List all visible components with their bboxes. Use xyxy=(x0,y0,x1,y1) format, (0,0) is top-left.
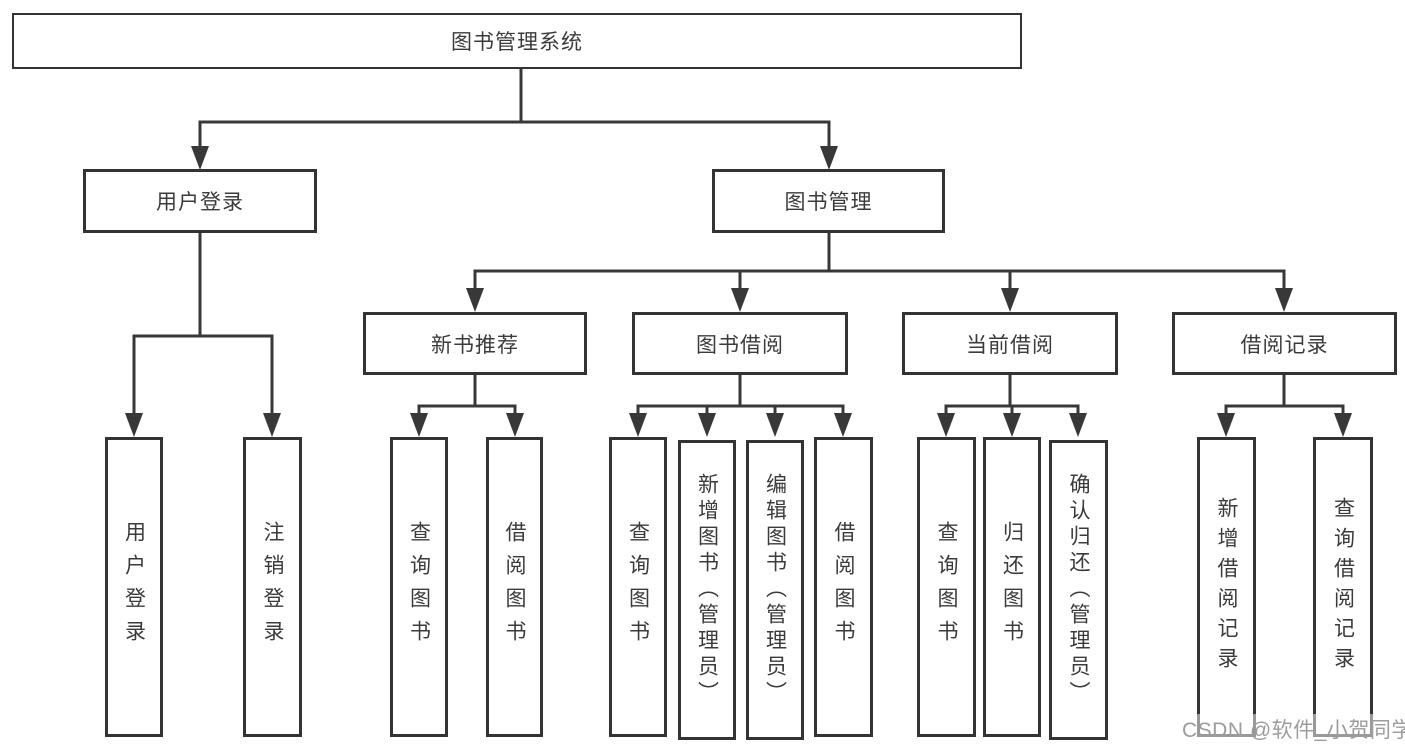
node-label: 查询借阅记录 xyxy=(1331,497,1355,677)
node-label: 新增图书（管理员） xyxy=(695,473,719,707)
node-label: 借阅图书 xyxy=(503,521,526,653)
node-new-book-recommend: 新书推荐 xyxy=(363,312,587,375)
node-label: 新书推荐 xyxy=(431,333,519,357)
leaf-logout: 注销登录 xyxy=(243,437,302,737)
leaf-cb-confirm-return-admin: 确认归还（管理员） xyxy=(1049,440,1108,740)
node-label: 归还图书 xyxy=(1000,521,1024,653)
node-library-management-system: 图书管理系统 xyxy=(12,13,1022,69)
leaf-nbr-borrow-books: 借阅图书 xyxy=(486,437,543,737)
leaf-br-add-record: 新增借阅记录 xyxy=(1197,437,1256,737)
leaf-user-login: 用户登录 xyxy=(105,437,163,737)
leaf-br-search-record: 查询借阅记录 xyxy=(1313,437,1373,737)
node-label: 查询图书 xyxy=(935,521,958,653)
arrowheads xyxy=(125,146,1352,437)
leaf-bb-edit-books-admin: 编辑图书（管理员） xyxy=(746,440,804,740)
leaf-cb-search-books: 查询图书 xyxy=(917,437,976,737)
node-label: 编辑图书（管理员） xyxy=(763,473,787,707)
leaf-bb-add-books-admin: 新增图书（管理员） xyxy=(678,440,736,740)
node-label: 新增借阅记录 xyxy=(1215,497,1238,677)
node-label: 借阅图书 xyxy=(832,521,855,653)
node-label: 当前借阅 xyxy=(966,333,1054,357)
node-label: 确认归还（管理员） xyxy=(1067,473,1090,707)
node-label: 查询图书 xyxy=(407,521,431,653)
node-label: 用户登录 xyxy=(156,191,244,214)
leaf-bb-borrow-books: 借阅图书 xyxy=(814,437,873,737)
node-borrowing-records: 借阅记录 xyxy=(1172,312,1397,375)
node-label: 图书管理系统 xyxy=(451,31,583,54)
node-book-management: 图书管理 xyxy=(712,169,945,233)
node-label: 注销登录 xyxy=(261,521,284,653)
node-current-borrowing: 当前借阅 xyxy=(902,312,1118,375)
node-label: 查询图书 xyxy=(626,521,650,653)
node-user-login: 用户登录 xyxy=(83,169,317,233)
node-label: 图书管理 xyxy=(784,191,873,214)
node-label: 用户登录 xyxy=(122,521,146,653)
node-label: 借阅记录 xyxy=(1240,333,1329,357)
leaf-cb-return-books: 归还图书 xyxy=(983,437,1041,737)
leaf-bb-search-books: 查询图书 xyxy=(609,437,667,737)
node-label: 图书借阅 xyxy=(696,333,784,357)
csdn-watermark: CSDN @软件_小贺同学 xyxy=(1180,714,1405,744)
leaf-nbr-search-books: 查询图书 xyxy=(390,437,448,737)
node-book-borrowing: 图书借阅 xyxy=(632,312,848,375)
